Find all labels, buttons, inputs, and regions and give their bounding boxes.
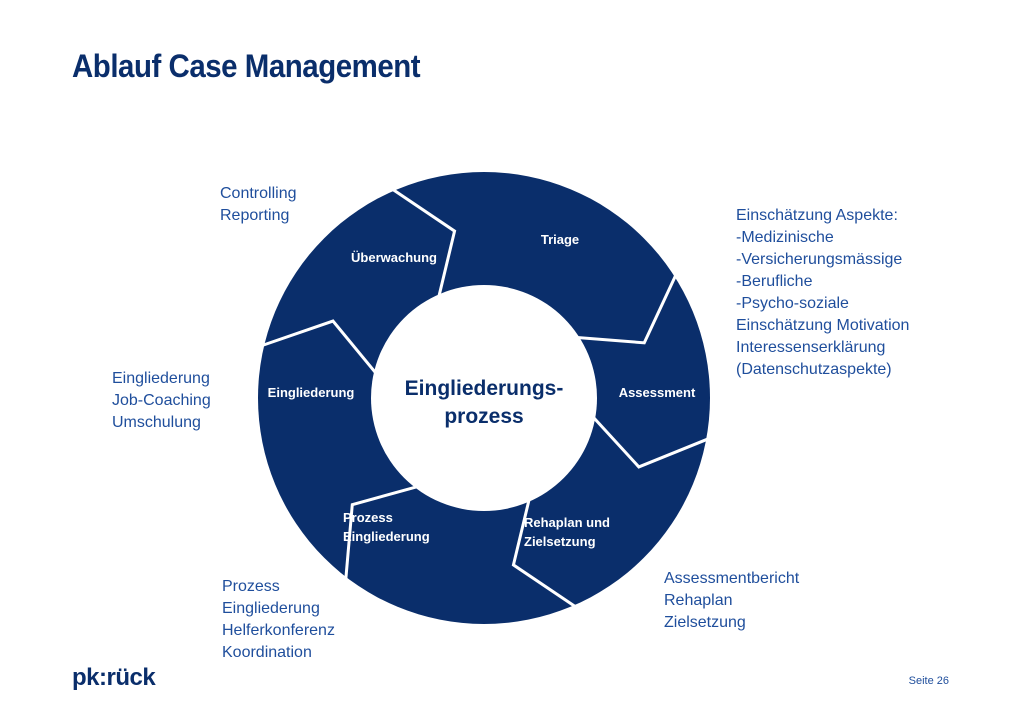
note-line: Umschulung <box>112 414 201 431</box>
note-line: Prozess <box>222 578 280 595</box>
note-line: (Datenschutzaspekte) <box>736 361 892 378</box>
center-label-line1: Eingliederungs- <box>405 377 564 400</box>
note-line: Reporting <box>220 207 290 224</box>
segment-separator <box>389 186 457 297</box>
note-line: Helferkonferenz <box>222 622 335 639</box>
company-logo: pk:rück <box>72 664 156 691</box>
note-line: -Versicherungsmässige <box>736 251 903 268</box>
segment-label: Assessment <box>619 385 696 400</box>
page-number: Seite 26 <box>908 675 949 687</box>
note-line: Eingliederung <box>112 370 210 387</box>
note-assessment: Einschätzung Aspekte: -Medizinische -Versi… <box>736 205 909 381</box>
note-line: Assessmentbericht <box>664 570 800 587</box>
center-label-line2: prozess <box>444 405 523 428</box>
note-line: Zielsetzung <box>664 614 746 631</box>
note-line: Eingliederung <box>222 600 320 617</box>
note-line: -Psycho-soziale <box>736 295 849 312</box>
segment-separator <box>511 499 579 610</box>
segment-label: Rehaplan und <box>524 515 610 530</box>
note-line: Koordination <box>222 644 312 661</box>
note-line: Interessenserklärung <box>736 339 886 356</box>
segment-label: Eingliederung <box>268 385 355 400</box>
note-line: Job-Coaching <box>112 392 211 409</box>
note-line: -Medizinische <box>736 229 834 246</box>
note-line: Controlling <box>220 185 297 202</box>
note-line: Einschätzung Motivation <box>736 317 910 334</box>
segment-separator <box>259 319 378 374</box>
segment-label: Überwachung <box>351 250 437 265</box>
segment-label: Zielsetzung <box>524 534 596 549</box>
note-line: Rehaplan <box>664 592 733 609</box>
segment-separator <box>576 272 679 345</box>
segment-label: Eingliederung <box>343 529 430 544</box>
page-title: Ablauf Case Management <box>72 48 421 84</box>
note-line: Einschätzung Aspekte: <box>736 207 898 224</box>
center-circle <box>371 285 597 511</box>
segment-separator <box>344 485 418 582</box>
segment-separator <box>592 416 712 469</box>
segment-label: Triage <box>541 232 579 247</box>
note-line: -Berufliche <box>736 273 813 290</box>
segment-label: Prozess <box>343 510 393 525</box>
